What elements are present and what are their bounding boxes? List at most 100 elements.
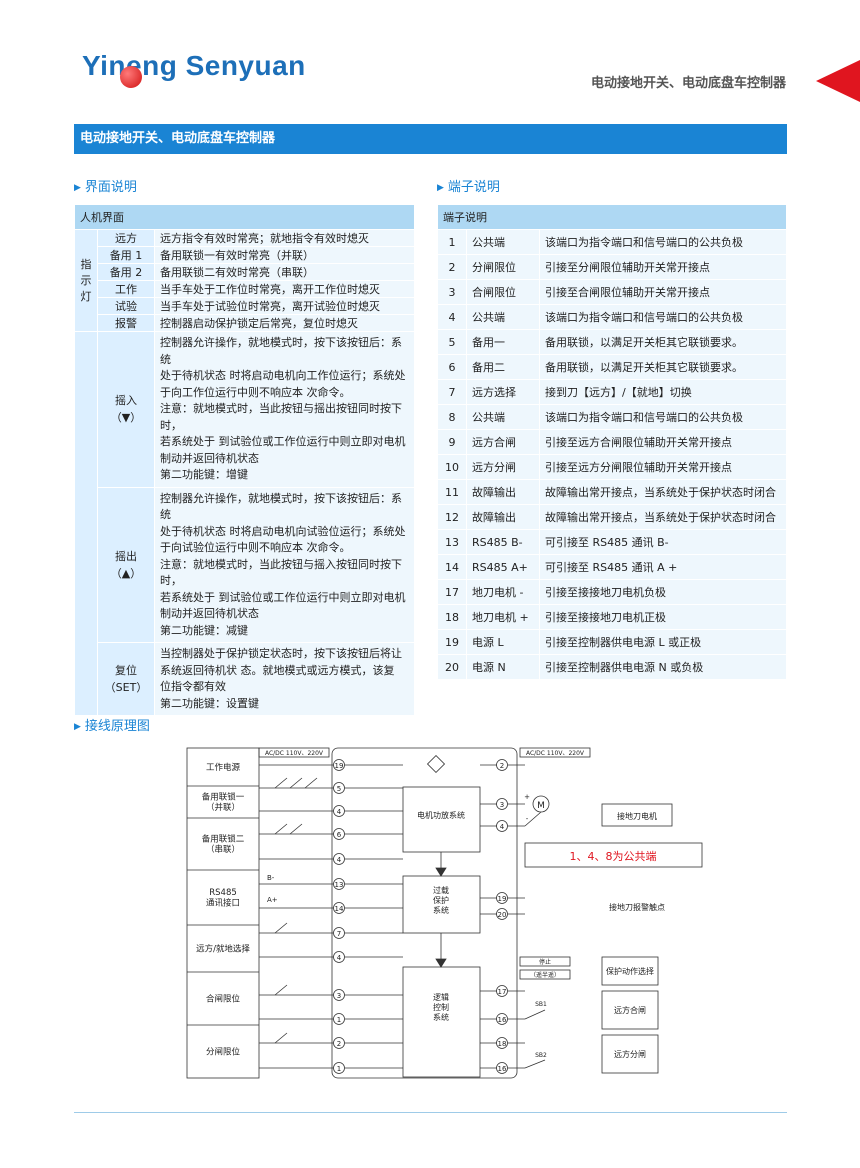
indicator-category: 指 示 灯 <box>74 229 98 332</box>
right-terminal-label: 20 <box>498 911 507 919</box>
wiring-left-label: 备用联锁二（串联） <box>202 834 245 856</box>
sb1-label: SB1 <box>535 1001 547 1008</box>
button-desc-line: 处于待机状态 时将启动电机向工作位运行；系统处 <box>160 369 406 382</box>
left-terminal-label: 14 <box>335 905 344 913</box>
motor-symbol: M <box>537 801 545 811</box>
right-terminal <box>496 759 508 771</box>
terminal-number: 2 <box>437 254 467 280</box>
terminal-desc: 可引接至 RS485 通讯 B- <box>539 529 787 555</box>
right-terminal-label: 18 <box>498 1040 507 1048</box>
indicator-name: 试验 <box>97 297 155 315</box>
indicator-name: 远方 <box>97 229 155 247</box>
button-desc-line: 系统返回待机状 态。就地模式或远方模式，该复 <box>160 663 395 677</box>
terminal-name: 备用一 <box>466 329 540 355</box>
protect-label: 保护动作选择 <box>606 966 654 976</box>
remote-open-box <box>601 1034 659 1074</box>
terminal-name: RS485 B- <box>466 529 540 555</box>
button-name: 复位 （SET） <box>97 642 155 716</box>
arrow-icon <box>435 867 447 877</box>
header-title: 电动接地开关、电动底盘车控制器 <box>590 76 786 91</box>
terminal-name: 电源 N <box>466 654 540 680</box>
bus-a-label: A+ <box>267 896 278 904</box>
terminal-desc: 引接至接接地刀电机负极 <box>539 579 787 605</box>
left-terminal-label: 1 <box>337 1016 341 1024</box>
remote-close-label: 远方合闸 <box>614 1005 646 1015</box>
right-terminal <box>496 985 508 997</box>
terminal-number: 6 <box>437 354 467 380</box>
bus-b-label: B- <box>267 874 275 882</box>
left-terminal <box>333 989 345 1001</box>
wiring-left-label: 合闸限位 <box>206 994 241 1005</box>
ground-motor-label: 接地刀电机 <box>617 811 657 821</box>
triangle-right-icon: ▶ <box>74 722 81 732</box>
left-terminal <box>333 902 345 914</box>
remote-open-label: 远方分闸 <box>614 1049 646 1059</box>
button-desc-line: 制动并返回待机状态 <box>160 607 259 620</box>
terminal-desc: 引接至分闸限位辅助开关常开接点 <box>539 254 787 280</box>
button-desc-line: 制动并返回待机状态 <box>160 451 259 465</box>
motor-amp-label: 电机功放系统 <box>417 810 465 820</box>
terminal-number: 4 <box>437 304 467 330</box>
button-desc-line: 若系统处于 到试验位或工作位运行中则立即对电机 <box>160 590 406 604</box>
terminal-name: 远方合闸 <box>466 429 540 455</box>
wire <box>274 823 288 835</box>
rectifier-icon <box>426 754 446 774</box>
triangle-right-icon: ▶ <box>437 183 444 193</box>
terminal-name: 电源 L <box>466 629 540 655</box>
terminal-header: 端子说明 <box>437 204 787 230</box>
indicator-desc: 当手车处于工作位时常亮，离开工作位时熄灭 <box>154 280 415 298</box>
terminal-name: 公共端 <box>466 304 540 330</box>
right-terminal <box>496 798 508 810</box>
button-desc-line: 控制器允许操作，就地模式时，按下该按钮后：系统 <box>160 336 402 366</box>
button-desc: 当控制器处于保护锁定状态时，按下该按钮后将让系统返回待机状 态。就地模式或远方模… <box>154 642 415 716</box>
terminal-number: 19 <box>437 629 467 655</box>
motor-amp-block <box>402 786 481 853</box>
common-terminal-note: 1、4、8为公共端 <box>570 850 657 863</box>
terminal-number: 18 <box>437 604 467 630</box>
terminal-desc: 该端口为指令端口和信号端口的公共负极 <box>539 404 787 430</box>
wire <box>524 1009 546 1020</box>
indicator-desc: 备用联锁二有效时常亮（串联） <box>154 263 415 281</box>
semi-box <box>519 969 571 980</box>
left-terminal <box>333 1037 345 1049</box>
terminal-desc: 备用联锁，以满足开关柜其它联锁要求。 <box>539 354 787 380</box>
supply-right-label: AC/DC 110V、220V <box>526 750 585 757</box>
logo-ball-icon <box>120 66 142 88</box>
left-terminal <box>333 878 345 890</box>
terminal-desc: 接到刀【远方】/【就地】切换 <box>539 379 787 405</box>
terminal-desc: 该端口为指令端口和信号端口的公共负极 <box>539 304 787 330</box>
terminal-name: 合闸限位 <box>466 279 540 305</box>
plus-label: + <box>524 793 530 801</box>
button-desc-line: 位指令都有效 <box>160 680 226 693</box>
terminal-desc: 可引接至 RS485 通讯 A + <box>539 554 787 580</box>
terminal-desc: 该端口为指令端口和信号端口的公共负极 <box>539 229 787 255</box>
left-terminal-label: 2 <box>337 1040 341 1048</box>
indicator-name: 报警 <box>97 314 155 332</box>
button-desc-line: 若系统处于 到试验位或工作位运行中则立即对电机 <box>160 435 406 448</box>
button-desc-line: 于向试验位运行中则不响应本 次命令。 <box>160 541 351 554</box>
terminal-name: 远方选择 <box>466 379 540 405</box>
button-desc: 控制器允许操作，就地模式时，按下该按钮后：系统处于待机状态 时将启动电机向工作位… <box>154 331 415 488</box>
terminal-number: 10 <box>437 454 467 480</box>
indicator-desc: 控制器启动保护锁定后常亮，复位时熄灭 <box>154 314 415 332</box>
logic-block <box>402 966 481 1078</box>
terminal-name: 公共端 <box>466 404 540 430</box>
terminal-number: 12 <box>437 504 467 530</box>
indicator-name: 备用 1 <box>97 246 155 264</box>
button-desc-line: 处于待机状态 时将启动电机向试验位运行；系统处 <box>160 524 406 538</box>
terminal-desc: 故障输出常开接点，当系统处于保护状态时闭合 <box>539 479 787 505</box>
